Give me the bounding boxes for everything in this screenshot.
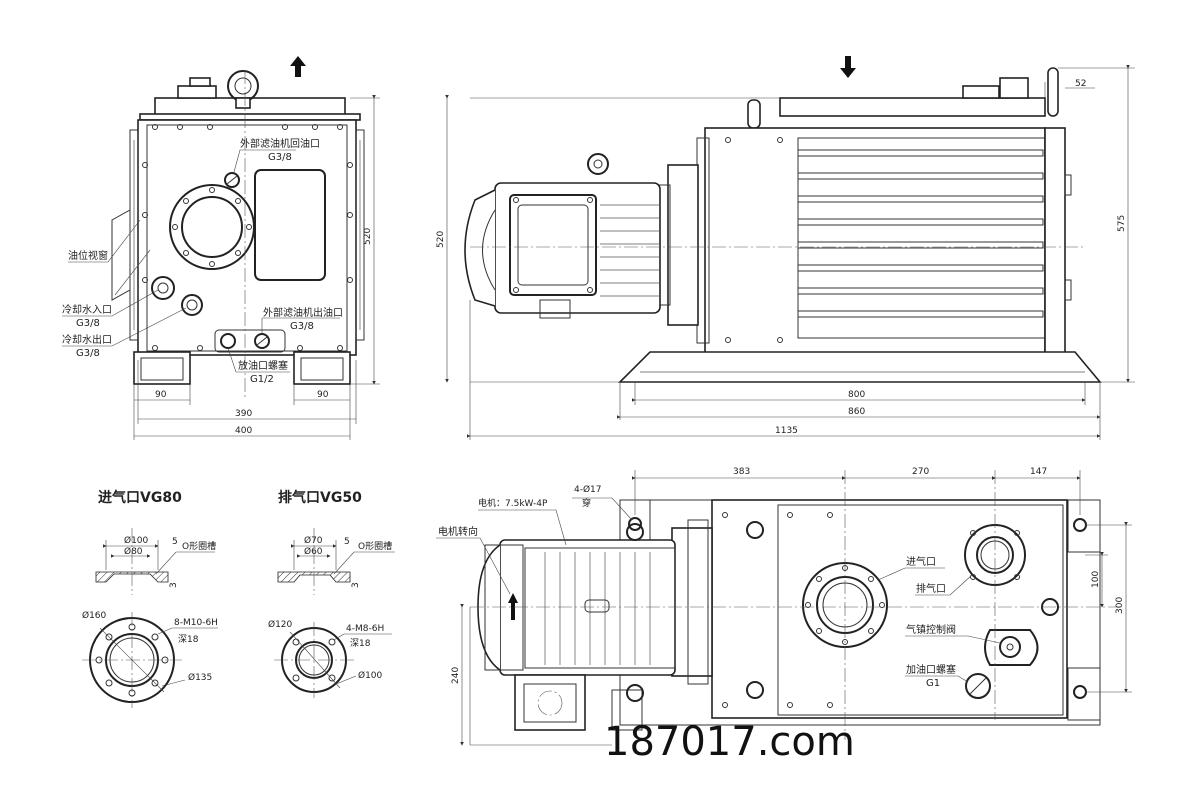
inlet-depth: 深18 bbox=[178, 634, 199, 645]
label-fill-plug-size: G1 bbox=[926, 678, 940, 689]
inlet-d160: Ø160 bbox=[82, 610, 107, 621]
dim-side-860: 860 bbox=[848, 407, 865, 417]
outlet-d120: Ø120 bbox=[268, 619, 293, 630]
label-holes: 4-Ø17 bbox=[574, 484, 602, 495]
dim-side-1135: 1135 bbox=[775, 426, 798, 436]
outlet-groove: O形圈槽 bbox=[358, 540, 392, 552]
dim-side-top-offset: 52 bbox=[1075, 79, 1086, 89]
dim-top-300: 300 bbox=[1115, 597, 1125, 614]
dim-front-height: 520 bbox=[363, 228, 373, 245]
label-motor: 电机：7.5kW-4P bbox=[478, 497, 548, 509]
outlet-d100: Ø100 bbox=[358, 670, 383, 681]
label-ext-filter-out-size: G3/8 bbox=[290, 321, 314, 332]
dim-side-height-left: 520 bbox=[436, 231, 446, 248]
outlet-bolts: 4-M8-6H bbox=[346, 624, 384, 634]
outlet-flange-detail: 排气口VG50 Ø70 Ø60 5 O形圈槽 3 Ø120 4-M8-6H 深1… bbox=[268, 489, 395, 698]
dim-top-240: 240 bbox=[451, 667, 461, 684]
label-inlet: 进气口 bbox=[906, 555, 936, 568]
label-cooling-in: 冷却水入口 bbox=[62, 303, 112, 316]
label-fill-plug: 加油口螺塞 bbox=[906, 663, 956, 676]
airflow-up-arrow-icon bbox=[290, 56, 306, 77]
label-ext-filter-return: 外部滤油机回油口 bbox=[240, 137, 320, 150]
inlet-d100: Ø100 bbox=[124, 535, 149, 546]
label-outlet: 排气口 bbox=[916, 582, 946, 595]
inlet-flange-detail: 进气口VG80 Ø100 Ø80 5 O形圈槽 3 Ø160 8-M10-6H … bbox=[82, 489, 218, 708]
airflow-down-arrow-icon bbox=[840, 56, 856, 78]
label-cooling-in-size: G3/8 bbox=[76, 318, 100, 329]
dim-top-383: 383 bbox=[733, 467, 750, 477]
label-oil-sight-glass: 油位视窗 bbox=[68, 249, 108, 262]
label-cooling-out-size: G3/8 bbox=[76, 348, 100, 359]
label-cooling-out: 冷却水出口 bbox=[62, 333, 112, 346]
dim-top-147: 147 bbox=[1030, 467, 1047, 477]
side-view: 520 575 52 800 860 1135 bbox=[436, 56, 1135, 440]
dim-top-100: 100 bbox=[1091, 571, 1101, 588]
label-motor-rotation: 电机转向 bbox=[438, 525, 478, 538]
dim-side-height-right: 575 bbox=[1117, 215, 1127, 232]
motor-rotation-arrow-icon bbox=[508, 593, 518, 620]
dim-front-width-outer: 400 bbox=[235, 426, 252, 436]
watermark-text: 187017.com bbox=[604, 719, 855, 765]
label-drain-plug-size: G1/2 bbox=[250, 374, 274, 385]
front-view: 外部滤油机回油口 G3/8 油位视窗 冷却水入口 G3/8 冷却水出口 G3/8… bbox=[62, 56, 380, 440]
inlet-g3: 3 bbox=[169, 582, 179, 588]
label-drain-plug: 放油口螺塞 bbox=[238, 359, 288, 372]
inlet-g5: 5 bbox=[172, 537, 178, 547]
inlet-flange-title: 进气口VG80 bbox=[98, 489, 182, 506]
label-holes-through: 穿 bbox=[582, 497, 591, 509]
outlet-flange-title: 排气口VG50 bbox=[278, 489, 362, 506]
label-gas-ballast: 气镇控制阀 bbox=[906, 623, 956, 636]
outlet-d60: Ø60 bbox=[304, 546, 323, 557]
dim-top-270: 270 bbox=[912, 467, 929, 477]
label-ext-filter-out: 外部滤油机出油口 bbox=[263, 306, 343, 319]
label-ext-filter-return-size: G3/8 bbox=[268, 152, 292, 163]
inlet-d135: Ø135 bbox=[188, 672, 212, 683]
inlet-d80: Ø80 bbox=[124, 546, 143, 557]
dim-side-800: 800 bbox=[848, 390, 865, 400]
outlet-g5: 5 bbox=[344, 537, 350, 547]
dim-front-foot-left: 90 bbox=[155, 390, 167, 400]
outlet-g3: 3 bbox=[351, 582, 361, 588]
inlet-groove: O形圈槽 bbox=[182, 540, 216, 552]
dim-front-width-inner: 390 bbox=[235, 409, 252, 419]
outlet-d70: Ø70 bbox=[304, 535, 323, 546]
outlet-depth: 深18 bbox=[350, 638, 371, 649]
dim-front-foot-right: 90 bbox=[317, 390, 329, 400]
top-view: 383 270 147 100 300 240 4-Ø17 穿 电机：7.5kW… bbox=[436, 467, 1132, 746]
inlet-bolts: 8-M10-6H bbox=[174, 618, 218, 628]
